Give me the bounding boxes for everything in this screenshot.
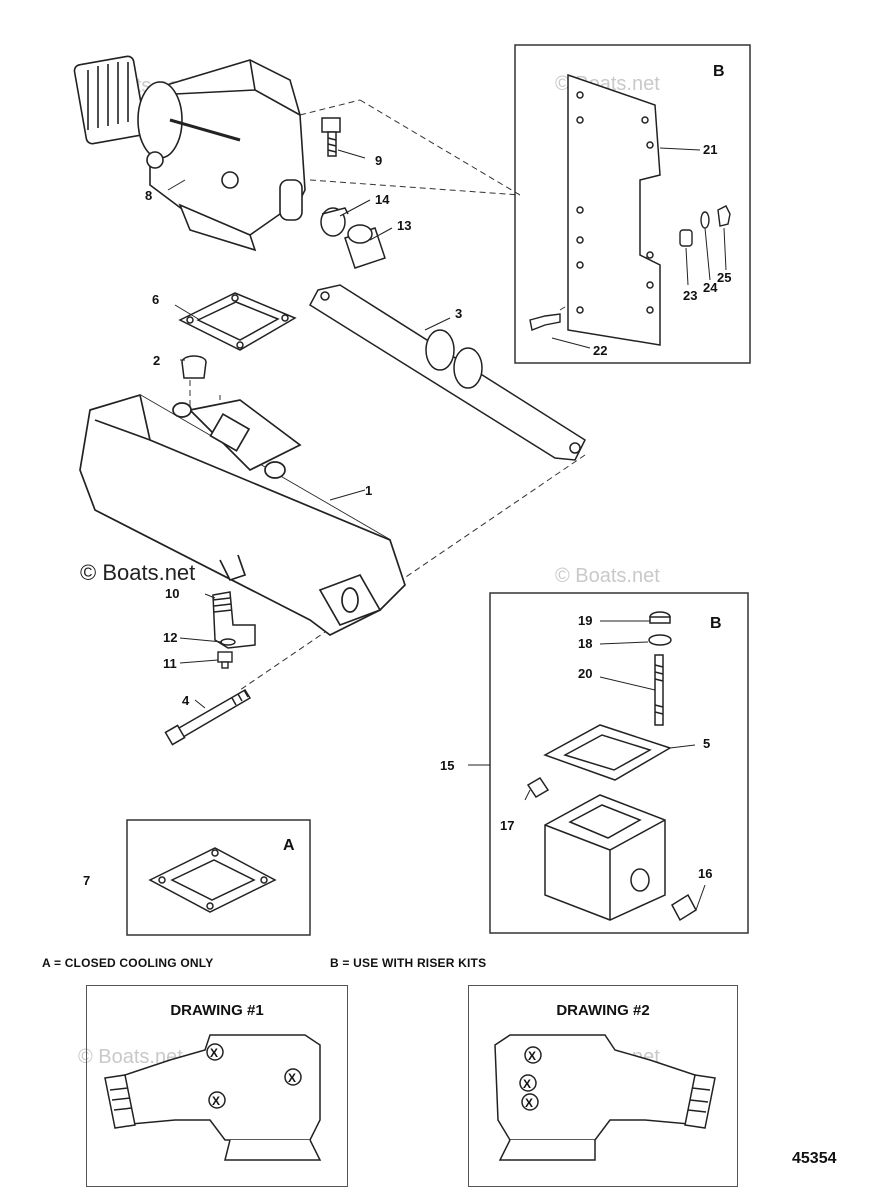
part-label-22: 22 <box>593 343 607 358</box>
part-label-20: 20 <box>578 666 592 681</box>
part-label-7: 7 <box>83 873 90 888</box>
watermark: © Boats.net <box>78 1046 183 1068</box>
manifold-gasket-part-3 <box>309 284 586 461</box>
fitting-part-10 <box>212 591 256 649</box>
spacer-part-23 <box>679 229 693 247</box>
stud-bolt-part-4 <box>164 688 252 746</box>
part-label-12: 12 <box>163 630 177 645</box>
bolt-part-22 <box>529 313 561 331</box>
closed-cooling-box-a: A <box>126 819 311 936</box>
hose-part-13 <box>344 224 386 269</box>
part-label-16: 16 <box>698 866 712 881</box>
adapter-plate-part-21 <box>567 73 661 346</box>
drawing-1-title: DRAWING #1 <box>170 1002 264 1019</box>
riser-kit-box-b-top: B <box>514 44 751 364</box>
document-number: 45354 <box>792 1150 837 1167</box>
x-marker: X <box>288 1071 296 1085</box>
washer-part-12 <box>220 638 236 646</box>
x-marker: X <box>210 1046 218 1060</box>
part-label-18: 18 <box>578 636 592 651</box>
gasket-part-5 <box>543 724 672 781</box>
x-marker: X <box>528 1049 536 1063</box>
box-letter: B <box>710 615 722 632</box>
part-label-11: 11 <box>163 656 177 671</box>
part-label-13: 13 <box>397 218 411 233</box>
part-label-3: 3 <box>455 306 462 321</box>
part-label-6: 6 <box>152 292 159 307</box>
part-label-2: 2 <box>153 353 160 368</box>
drawing-2-title: DRAWING #2 <box>556 1002 650 1019</box>
part-label-4: 4 <box>182 693 190 708</box>
note-closed-cooling: A = CLOSED COOLING ONLY <box>42 956 214 970</box>
drawing-1-box: DRAWING #1 <box>86 985 348 1187</box>
riser-block <box>544 794 666 921</box>
part-label-25: 25 <box>717 270 731 285</box>
note-riser-kits: B = USE WITH RISER KITS <box>330 956 487 970</box>
stud-part-20 <box>654 654 664 726</box>
watermark: © Boats.net <box>80 560 195 585</box>
gasket-part-7 <box>148 847 277 913</box>
box-letter: A <box>283 837 295 854</box>
clamp-part-14 <box>320 207 349 237</box>
exhaust-elbow-part-8 <box>73 55 306 252</box>
x-marker: X <box>523 1077 531 1091</box>
part-label-24: 24 <box>703 280 718 295</box>
washer-part-18 <box>648 634 672 646</box>
part-label-17: 17 <box>500 818 514 833</box>
part-label-23: 23 <box>683 288 697 303</box>
part-label-21: 21 <box>703 142 717 157</box>
washer-part-24 <box>700 211 710 229</box>
part-label-15: 15 <box>440 758 454 773</box>
part-label-14: 14 <box>375 192 390 207</box>
part-label-19: 19 <box>578 613 592 628</box>
leader-lines <box>167 147 727 911</box>
gasket-part-6 <box>178 292 297 351</box>
bolt-part-9 <box>321 117 341 157</box>
x-marker: X <box>525 1096 533 1110</box>
part-label-5: 5 <box>703 736 710 751</box>
watermark: © Boats.net <box>555 565 660 587</box>
riser-kit-box-b-middle: B <box>489 592 749 934</box>
exhaust-manifold-part-1 <box>79 394 406 636</box>
nut-part-25 <box>717 205 731 227</box>
part-label-9: 9 <box>375 153 382 168</box>
drawing-2-elbow: X X X <box>494 1034 716 1161</box>
part-label-1: 1 <box>365 483 372 498</box>
drawing-2-box: DRAWING #2 <box>468 985 738 1187</box>
nut-part-19 <box>649 611 671 624</box>
drawing-1-elbow: X X X <box>104 1034 322 1161</box>
fitting-part-11 <box>217 651 233 669</box>
box-letter: B <box>713 63 725 80</box>
plug-part-16 <box>671 893 697 922</box>
plug-part-2 <box>181 355 207 379</box>
plug-part-17 <box>526 776 550 799</box>
part-label-10: 10 <box>165 586 179 601</box>
part-label-8: 8 <box>145 188 152 203</box>
x-marker: X <box>212 1094 220 1108</box>
